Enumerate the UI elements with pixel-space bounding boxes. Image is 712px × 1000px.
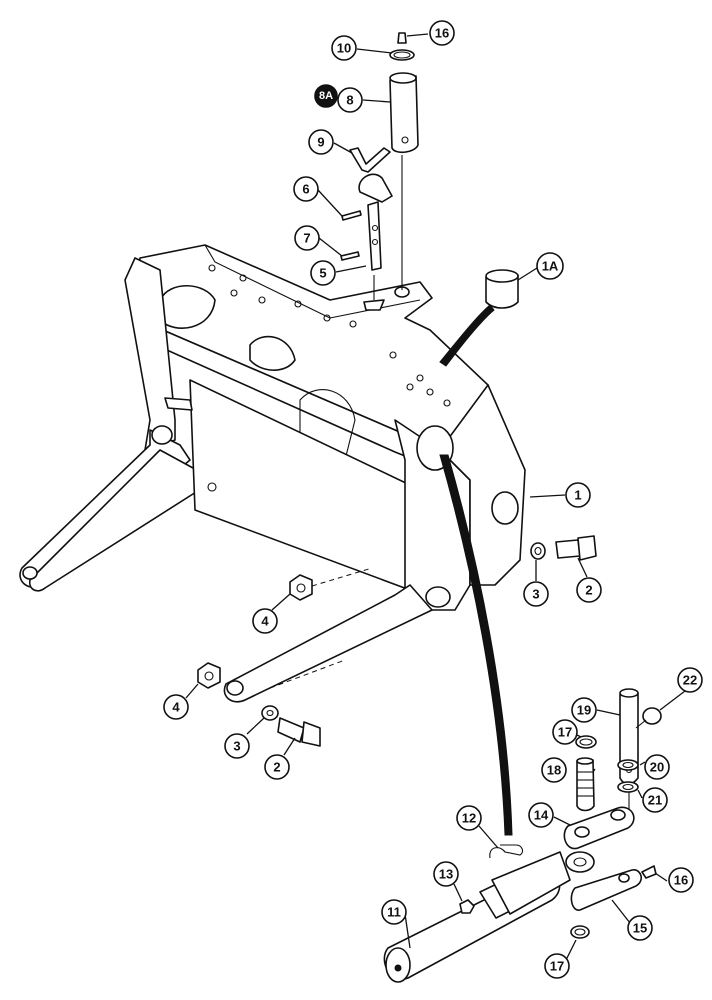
callout-21: 21 xyxy=(642,787,668,813)
callout-22: 22 xyxy=(677,667,703,693)
callout-16-top: 16 xyxy=(429,20,455,46)
callout-13: 13 xyxy=(433,861,459,887)
svg-text:14: 14 xyxy=(534,808,549,823)
bolt-2b-washer-3b xyxy=(261,705,321,747)
svg-text:7: 7 xyxy=(303,231,310,246)
svg-text:11: 11 xyxy=(387,905,401,920)
callout-8: 8 xyxy=(337,87,363,113)
cylinder-assembly xyxy=(383,844,657,983)
leader-lines xyxy=(185,33,686,961)
callout-10: 10 xyxy=(331,35,357,61)
svg-text:17: 17 xyxy=(558,725,572,740)
svg-text:1A: 1A xyxy=(542,259,559,274)
svg-text:18: 18 xyxy=(547,763,561,778)
svg-text:10: 10 xyxy=(337,41,351,56)
svg-text:3: 3 xyxy=(532,587,539,602)
svg-text:16: 16 xyxy=(674,873,688,888)
svg-text:15: 15 xyxy=(633,921,647,936)
callout-11: 11 xyxy=(381,899,407,925)
fasteners-right xyxy=(530,535,597,561)
callout-9: 9 xyxy=(308,129,334,155)
svg-text:20: 20 xyxy=(650,760,664,775)
svg-text:4: 4 xyxy=(261,614,269,629)
callout-20: 20 xyxy=(644,754,670,780)
bushing-1a xyxy=(439,269,519,367)
svg-text:2: 2 xyxy=(273,760,280,775)
callout-16-bottom: 16 xyxy=(668,867,694,893)
callout-2-lower: 2 xyxy=(264,754,290,780)
svg-text:16: 16 xyxy=(435,26,449,41)
callout-12: 12 xyxy=(456,805,482,831)
pivot-link-assembly xyxy=(563,688,662,850)
upper-pin-assembly xyxy=(340,32,419,311)
callout-19: 19 xyxy=(571,697,597,723)
svg-text:1: 1 xyxy=(574,488,581,503)
svg-text:4: 4 xyxy=(172,700,180,715)
callout-6: 6 xyxy=(293,176,319,202)
svg-text:22: 22 xyxy=(683,673,697,688)
nut-4b xyxy=(197,662,221,689)
svg-text:5: 5 xyxy=(319,266,326,281)
callout-4-lower: 4 xyxy=(163,694,189,720)
callout-5: 5 xyxy=(310,260,336,286)
svg-text:13: 13 xyxy=(439,867,453,882)
svg-text:3: 3 xyxy=(233,739,240,754)
callout-3-lower: 3 xyxy=(224,733,250,759)
callout-14: 14 xyxy=(528,802,554,828)
svg-text:2: 2 xyxy=(585,583,592,598)
callout-1a: 1A xyxy=(536,252,564,280)
callout-17-lower: 17 xyxy=(544,953,570,979)
nut-4a xyxy=(289,574,313,601)
callout-15: 15 xyxy=(627,915,653,941)
svg-text:6: 6 xyxy=(302,182,309,197)
callout-17-upper: 17 xyxy=(552,719,578,745)
svg-text:8: 8 xyxy=(346,93,353,108)
svg-text:8A: 8A xyxy=(319,90,333,102)
callout-1: 1 xyxy=(565,482,591,508)
svg-text:19: 19 xyxy=(577,703,591,718)
callout-18: 18 xyxy=(541,757,567,783)
svg-text:9: 9 xyxy=(317,135,324,150)
callout-8a: 8A xyxy=(314,84,338,108)
callout-2-right: 2 xyxy=(576,577,602,603)
svg-text:21: 21 xyxy=(648,793,662,808)
callout-4-upper: 4 xyxy=(252,608,278,634)
svg-text:12: 12 xyxy=(462,811,476,826)
callout-7: 7 xyxy=(294,225,320,251)
svg-text:17: 17 xyxy=(550,959,564,974)
callout-3-right: 3 xyxy=(523,581,549,607)
